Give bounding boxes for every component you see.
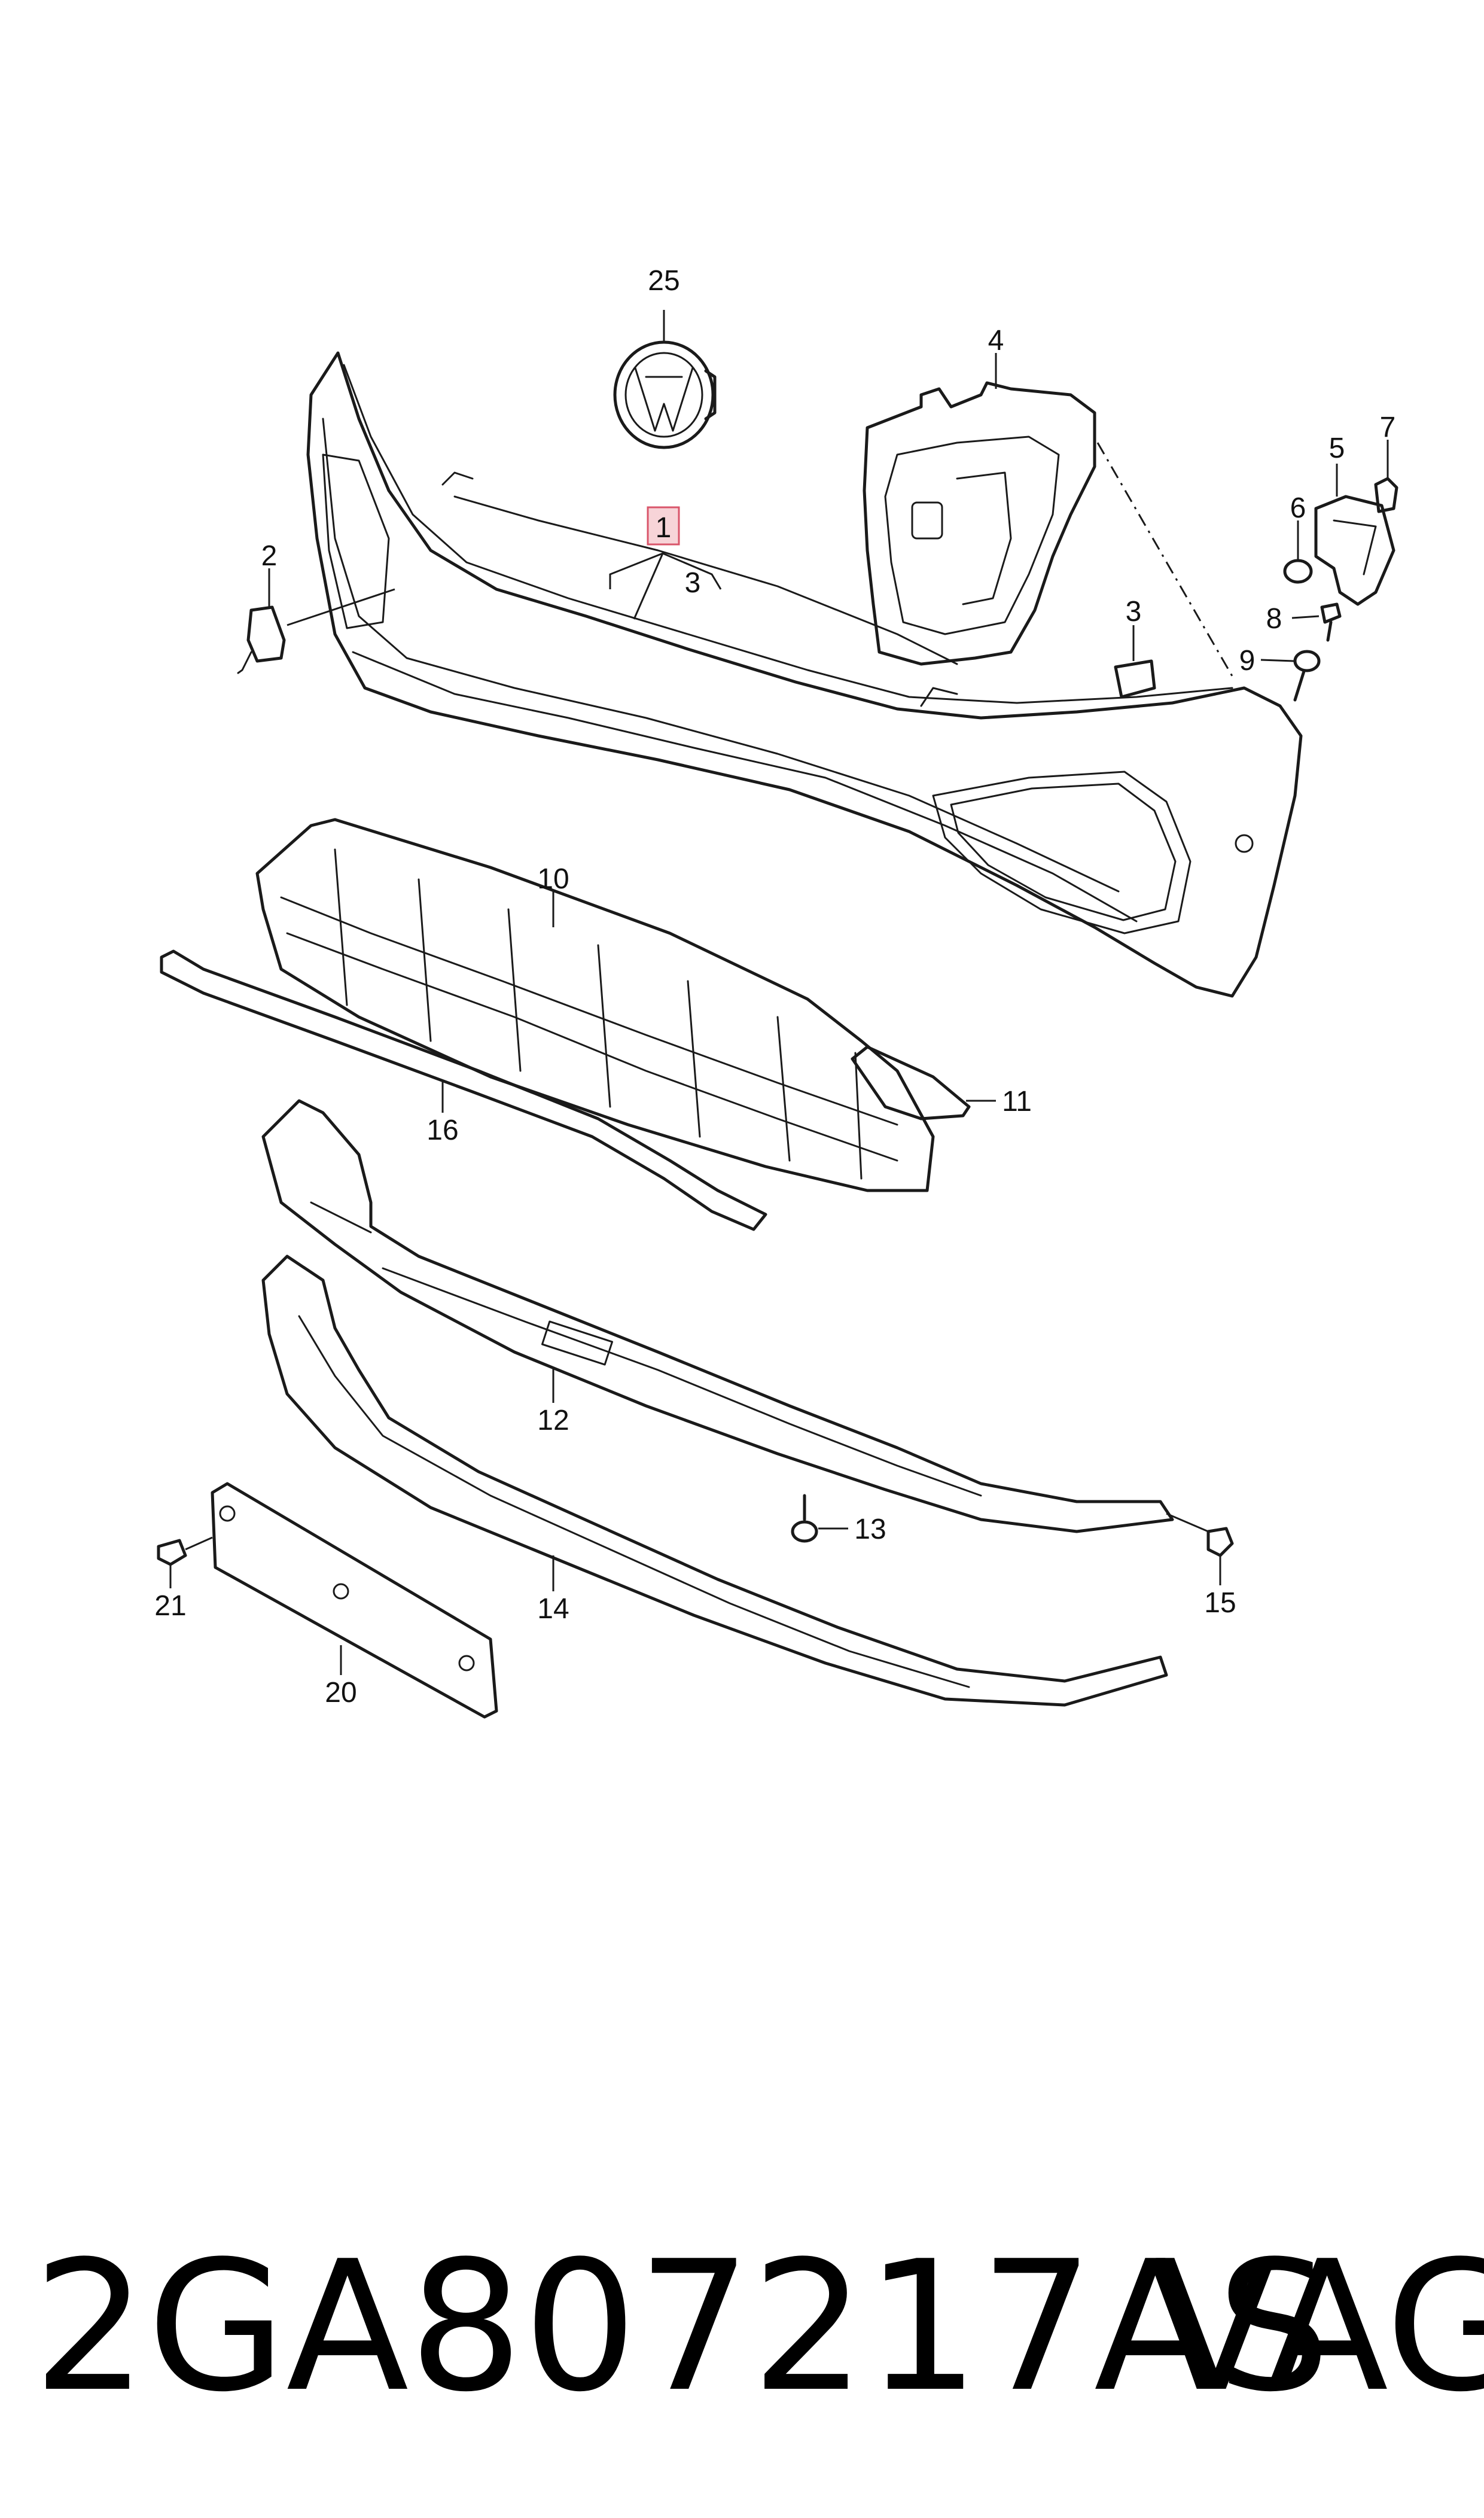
callout-7: 7 [1380,412,1396,443]
grille-part[interactable] [255,818,935,1192]
screw-8-part[interactable] [1320,602,1342,642]
callout-12: 12 [537,1405,569,1436]
clip-3-part[interactable] [1114,659,1156,699]
callout-2: 2 [261,540,278,572]
clip-21-part[interactable] [157,1539,187,1566]
screw-9-part[interactable] [1293,650,1321,702]
callout-20: 20 [325,1677,356,1709]
side-bracket-part[interactable] [1314,495,1395,606]
clip-15-part[interactable] [1206,1527,1234,1557]
trim-strip-16-part[interactable] [160,949,767,1231]
air-dam-12-part[interactable] [261,1099,1174,1533]
bracket-part[interactable] [863,381,1096,666]
callout-4: 4 [988,325,1004,357]
callout-14: 14 [537,1593,569,1625]
brand-name: VAG [1154,2222,1484,2431]
callout-11: 11 [1002,1086,1032,1118]
nut-6-part[interactable] [1283,559,1313,584]
callout-10: 10 [537,863,569,895]
emblem-part[interactable] [613,340,717,449]
callout-3-right: 3 [1126,596,1142,628]
part-number: 2GA807217AS [33,2222,1331,2431]
callout-21: 21 [154,1590,186,1622]
license-plate-bracket-20-part[interactable] [211,1482,498,1719]
callout-9: 9 [1239,645,1256,677]
callout-8: 8 [1266,603,1282,635]
tow-hook-cover-part[interactable] [237,605,286,674]
callout-3-left: 3 [685,567,701,599]
callout-16: 16 [426,1115,458,1146]
footer: 2GA807217AS VAG [0,2231,1484,2423]
callout-15: 15 [1204,1587,1236,1619]
callout-1[interactable]: 1 [656,512,672,544]
screw-13-part[interactable] [791,1494,818,1543]
callout-6: 6 [1290,492,1306,524]
clip-7-part[interactable] [1374,477,1398,513]
side-trim-11-part[interactable] [851,1045,971,1121]
highlight-box [647,506,680,546]
callout-5: 5 [1329,433,1345,464]
callout-13: 13 [854,1514,886,1545]
lower-spoiler-14-part[interactable] [261,1255,1168,1707]
bumper-cover-part[interactable] [306,351,1303,998]
callout-25: 25 [648,265,679,297]
